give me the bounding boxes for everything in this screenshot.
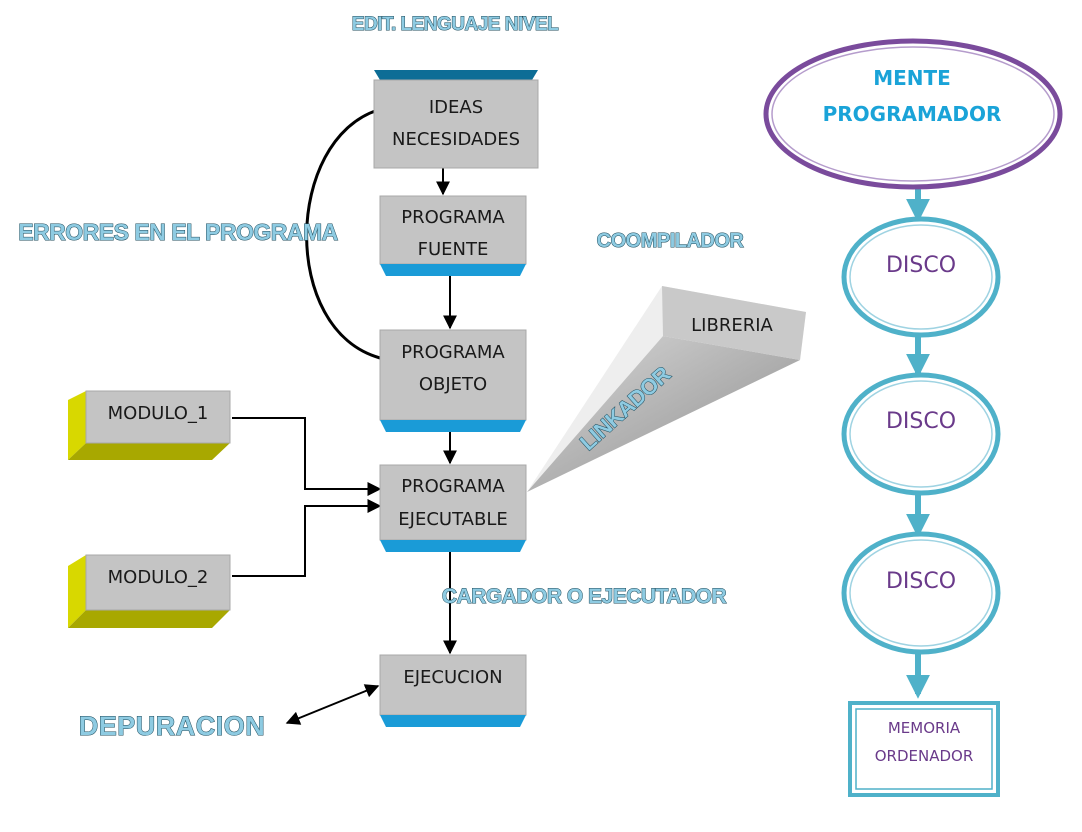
ejecutable-line1: PROGRAMA xyxy=(401,476,505,497)
memoria-box xyxy=(848,701,1000,797)
fuente-box: PROGRAMA FUENTE xyxy=(379,195,527,276)
memoria-line2: ORDENADOR xyxy=(875,747,974,765)
ejecucion-box: EJECUCION xyxy=(379,654,527,727)
disco-1-label: DISCO xyxy=(886,253,956,278)
libreria-label: LIBRERIA xyxy=(691,315,773,336)
ejecucion-label: EJECUCION xyxy=(403,667,502,688)
mente-line1: MENTE xyxy=(873,66,951,90)
disco-2 xyxy=(841,372,1001,496)
diagram-title: EDIT. LENGUAJE NIVEL xyxy=(352,14,559,35)
depuracion-label: DEPURACION xyxy=(79,711,266,741)
disco-2-label: DISCO xyxy=(886,409,956,434)
ideas-line2: NECESIDADES xyxy=(392,129,520,150)
ejecutable-box: PROGRAMA EJECUTABLE xyxy=(379,464,527,552)
memoria-line1: MEMORIA xyxy=(888,719,961,737)
modulo2-label: MODULO_2 xyxy=(108,567,209,588)
fuente-line1: PROGRAMA xyxy=(401,207,505,228)
objeto-line1: PROGRAMA xyxy=(401,342,505,363)
libreria-wedge: LIBRERIA xyxy=(527,286,806,492)
modulo2-block: MODULO_2 xyxy=(68,554,231,628)
arrow-modulo2 xyxy=(232,499,382,577)
arrow-depuracion xyxy=(285,684,380,725)
errores-label: ERRORES EN EL PROGRAMA xyxy=(18,219,338,245)
cargador-label: CARGADOR O EJECUTADOR xyxy=(442,585,727,608)
errores-loop xyxy=(305,108,381,360)
ideas-box: IDEAS NECESIDADES xyxy=(373,70,539,169)
mente-ellipse xyxy=(763,38,1063,190)
compilador-label: COOMPILADOR xyxy=(597,230,745,252)
objeto-line2: OBJETO xyxy=(419,374,487,395)
disco-3 xyxy=(841,531,1001,655)
ideas-line1: IDEAS xyxy=(429,97,483,118)
arrow-modulo1 xyxy=(232,417,382,496)
disco-3-label: DISCO xyxy=(886,569,956,594)
memory-chain: MENTE PROGRAMADOR DISCO DISCO DISCO MEMO… xyxy=(763,38,1063,797)
fuente-line2: FUENTE xyxy=(418,239,489,260)
disco-1 xyxy=(841,216,1001,338)
mente-line2: PROGRAMADOR xyxy=(823,102,1002,126)
modulo1-label: MODULO_1 xyxy=(108,403,209,424)
modulo1-block: MODULO_1 xyxy=(68,390,231,460)
objeto-box: PROGRAMA OBJETO xyxy=(379,329,527,432)
ejecutable-line2: EJECUTABLE xyxy=(398,509,507,530)
